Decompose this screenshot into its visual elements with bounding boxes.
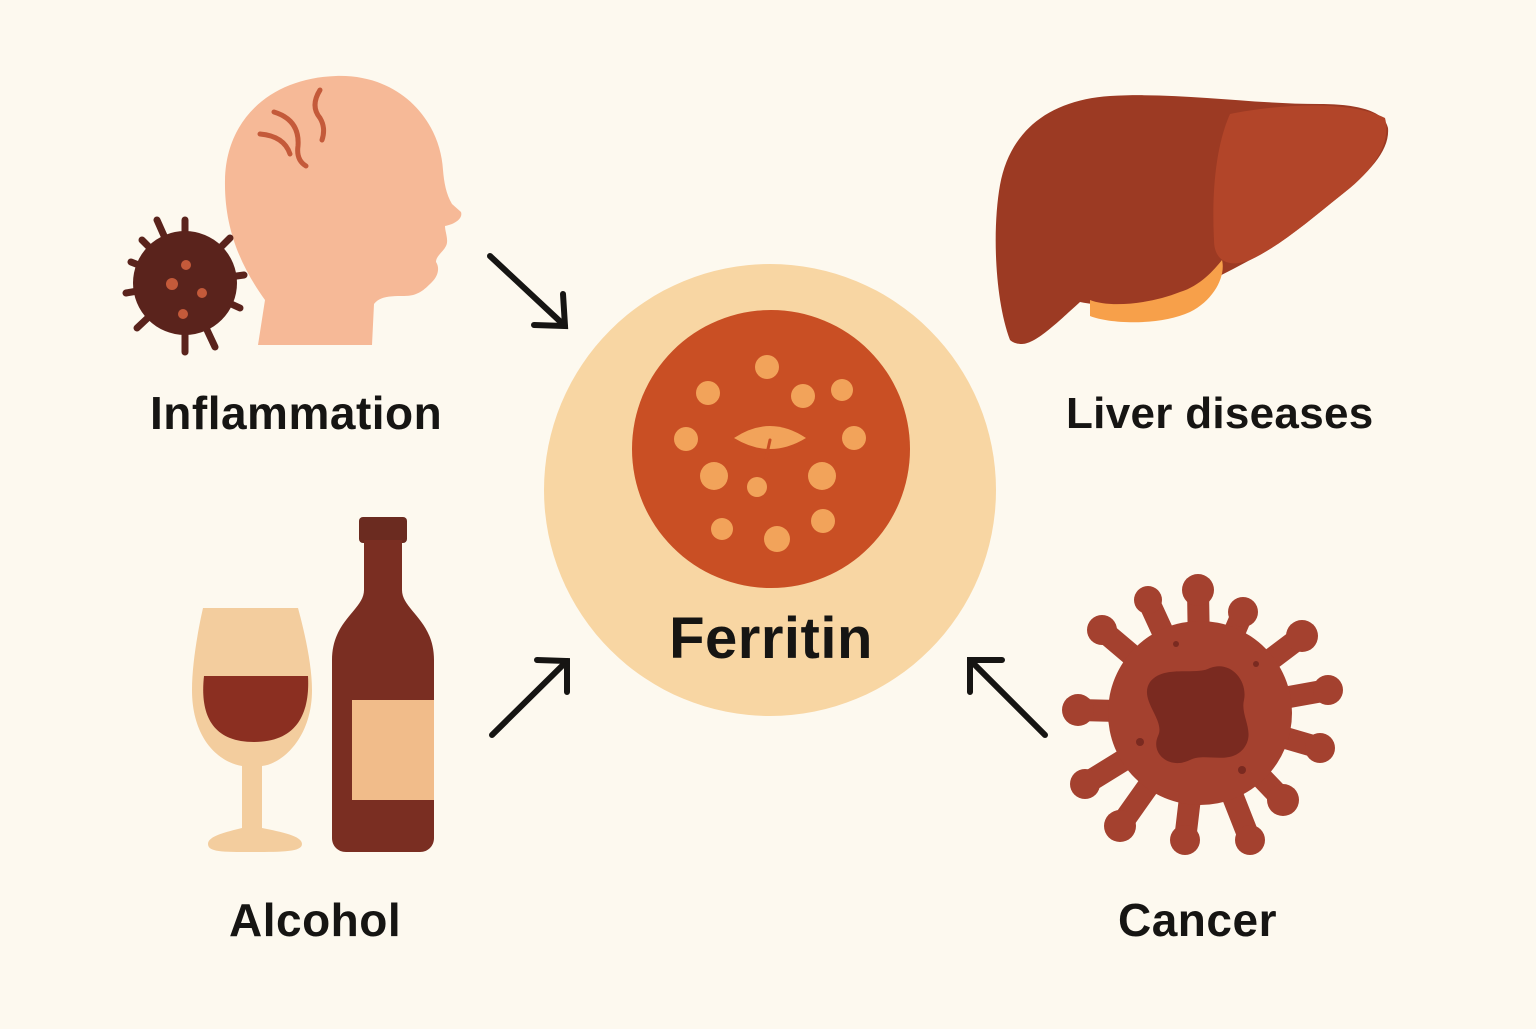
wine-glass-icon	[192, 608, 312, 852]
cancer-cell-icon	[1062, 574, 1343, 855]
arrows	[487, 253, 1048, 738]
factor-label-cancer: Cancer	[1118, 894, 1277, 946]
center-label-ferritin: Ferritin	[669, 606, 873, 671]
factor-label-alcohol: Alcohol	[229, 894, 402, 946]
virus-icon	[122, 216, 248, 356]
ferritin-molecule-icon	[544, 264, 996, 716]
factor-label-inflammation: Inflammation	[150, 387, 443, 439]
iron-dots	[674, 355, 866, 552]
arrow-alcohol-to-ferritin	[489, 657, 570, 738]
arrow-cancer-to-ferritin	[967, 657, 1048, 738]
head-silhouette-icon	[224, 75, 462, 345]
wine-bottle-icon	[332, 517, 434, 852]
factor-label-liver-diseases: Liver diseases	[1066, 389, 1374, 438]
core-nucleus	[734, 426, 806, 449]
liver-icon	[995, 95, 1389, 344]
arrow-inflammation-to-ferritin	[487, 253, 569, 330]
